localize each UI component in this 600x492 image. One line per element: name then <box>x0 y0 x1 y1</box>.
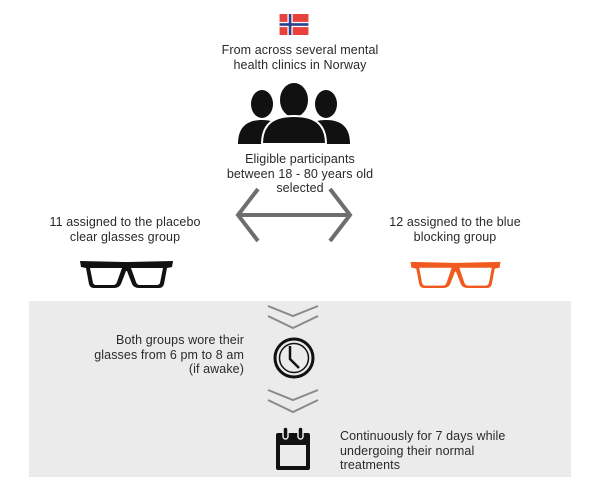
placebo-line-1: 11 assigned to the placebo <box>49 215 201 229</box>
step2-line-3: treatments <box>340 458 401 472</box>
step2-line-2: undergoing their normal <box>340 443 475 458</box>
source-line-2: health clinics in Norway <box>233 57 367 72</box>
step1-line-3: (if awake) <box>188 362 244 376</box>
participants-line-1: Eligible participants <box>245 152 355 166</box>
participants-line-2: between 18 - 80 years old <box>226 166 374 181</box>
double-headed-arrow-icon <box>232 186 356 244</box>
duration-text: Continuously for 7 days while undergoing… <box>340 429 560 473</box>
clock-icon <box>273 337 315 379</box>
participants-description: Eligible participants between 18 - 80 ye… <box>170 152 430 196</box>
source-line-1: From across several mental <box>221 43 379 57</box>
norway-flag-icon <box>279 14 309 35</box>
people-group-icon <box>236 82 352 144</box>
clear-glasses-icon <box>79 258 174 289</box>
wearing-schedule-text: Both groups wore their glasses from 6 pm… <box>40 333 244 377</box>
step1-line-1: Both groups wore their <box>116 333 244 347</box>
step1-line-2: glasses from 6 pm to 8 am <box>94 347 244 362</box>
chevron-down-icon <box>267 388 319 414</box>
blue-blocking-line-1: 12 assigned to the blue <box>389 215 521 229</box>
placebo-line-2: clear glasses group <box>69 229 181 244</box>
source-description: From across several mental health clinic… <box>150 43 450 72</box>
calendar-icon <box>275 425 311 471</box>
blue-blocking-group-label: 12 assigned to the blue blocking group <box>370 215 540 244</box>
participants-line-3: selected <box>276 181 324 195</box>
placebo-group-label: 11 assigned to the placebo clear glasses… <box>20 215 230 244</box>
orange-glasses-icon <box>408 259 503 289</box>
blue-blocking-line-2: blocking group <box>413 229 497 244</box>
step2-line-1: Continuously for 7 days while <box>340 429 506 443</box>
chevron-down-icon <box>267 304 319 330</box>
